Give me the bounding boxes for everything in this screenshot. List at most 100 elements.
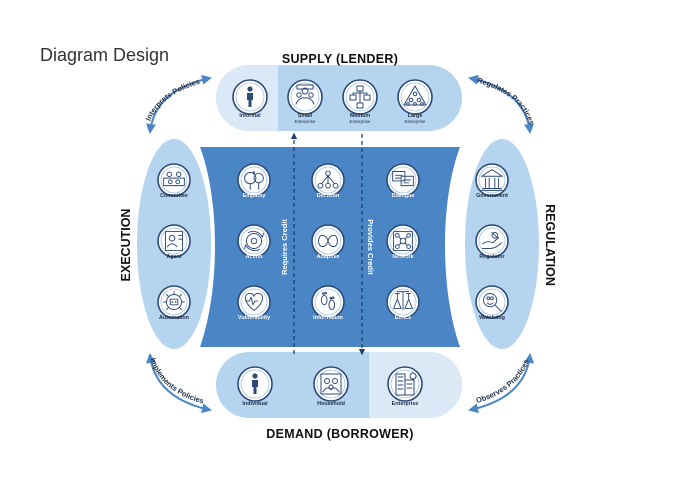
- supply-node-large: [397, 79, 433, 115]
- center-node-label-7-text: Information: [313, 315, 343, 321]
- demand-node-label-0-text: Individual: [242, 401, 268, 407]
- regulates-practices-label: Regulates Practices: [476, 76, 536, 126]
- network-icon: [393, 231, 413, 251]
- person-icon: [247, 86, 253, 107]
- center-node-label-1-text: Decision: [316, 193, 340, 199]
- center-node-action: [237, 224, 271, 258]
- footprints-icon: [320, 291, 336, 311]
- ethics-flasks-icon: [393, 291, 413, 311]
- supply-node-label-2-text: Medium: [349, 113, 371, 119]
- demand-node-label-1: Household: [301, 401, 361, 407]
- interprets-policies-label: Interprets Policies: [144, 77, 201, 122]
- regulation-node-label-2-text: Watchdog: [479, 315, 505, 321]
- small-enterprise-icon: [295, 84, 315, 105]
- regulator-icon: [482, 232, 502, 250]
- execution-node-label-2: Automation: [144, 315, 204, 321]
- center-node-label-0: Empathy: [224, 193, 284, 199]
- execution-node-label-0: Committee: [144, 193, 204, 199]
- center-node-label-5: Network: [373, 254, 433, 260]
- demand-node-label-1-text: Household: [317, 401, 345, 407]
- center-node-label-8: Ethics: [373, 315, 433, 321]
- center-node-label-2: Dialogue: [373, 193, 433, 199]
- regulation-node-label-1-text: Regulator: [479, 254, 505, 260]
- center-node-label-7: Information: [298, 315, 358, 321]
- decision-icon: [317, 170, 339, 189]
- regulation-node-label-1: Regulator: [462, 254, 522, 260]
- center-node-label-6-text: Vulnerability: [237, 315, 271, 321]
- household-icon: [320, 373, 342, 395]
- demand-node-label-0: Individual: [225, 401, 285, 407]
- execution-node-label-1: Agent: [144, 254, 204, 260]
- demand-node-label-2: Enterprise: [375, 401, 435, 407]
- enterprise-building-icon: [395, 372, 417, 396]
- regulation-node-label-0: Government: [462, 193, 522, 199]
- supply-node-label-3-text: Large: [407, 113, 423, 119]
- center-node-adaptive: [311, 224, 345, 258]
- supply-heading: SUPPLY (LENDER): [281, 52, 399, 66]
- regulation-node-label-0-text: Government: [476, 193, 508, 199]
- demand-node-enterprise: [387, 366, 423, 402]
- center-node-network: [386, 224, 420, 258]
- execution-node-agent: [157, 224, 191, 258]
- supply-node-label-0-text: Informal: [239, 113, 261, 119]
- execution-node-label-0-text: Committee: [160, 193, 188, 199]
- robot-icon: [163, 291, 185, 311]
- watchdog-icon: [483, 293, 502, 312]
- requires-credit-label: Requires Credit: [280, 219, 289, 275]
- center-node-label-3: Action: [224, 254, 284, 260]
- page-title: Diagram Design: [40, 45, 170, 65]
- agent-icon: [165, 231, 183, 251]
- supply-node-label-0: Informal: [220, 113, 280, 119]
- large-enterprise-icon: [403, 85, 427, 106]
- supply-node-label-1-subtext: Enterprise: [294, 119, 316, 124]
- center-node-label-3-text: Action: [245, 254, 263, 260]
- center-node-label-5-text: Network: [392, 254, 414, 260]
- provides-credit-label: Provides Credit: [366, 219, 375, 275]
- supply-node-label-2-subtext: Enterprise: [349, 119, 371, 124]
- demand-node-label-2-text: Enterprise: [391, 401, 419, 407]
- center-node-label-1: Decision: [298, 193, 358, 199]
- regulation-node-government: [475, 163, 509, 197]
- center-node-label-0-text: Empathy: [242, 193, 266, 199]
- center-node-ethics: [386, 285, 420, 319]
- committee-icon: [163, 171, 185, 187]
- regulates-practices-arrow: [468, 74, 535, 134]
- regulation-node-regulator: [475, 224, 509, 258]
- government-building-icon: [481, 169, 503, 191]
- supply-node-label-3-subtext: Enterprise: [404, 119, 426, 124]
- center-node-label-4-text: Adaptive: [316, 254, 340, 260]
- empathy-icon: [244, 171, 264, 190]
- medium-enterprise-icon: [349, 85, 371, 109]
- center-node-label-8-text: Ethics: [394, 315, 412, 321]
- center-node-information: [311, 285, 345, 319]
- adaptive-icon: [318, 234, 338, 248]
- supply-node-small: [287, 79, 323, 115]
- supply-node-label-1-text: Small: [297, 113, 313, 119]
- execution-node-label-1-text: Agent: [166, 254, 182, 260]
- center-node-vulnerability: [237, 285, 271, 319]
- regulation-node-label-2: Watchdog: [462, 315, 522, 321]
- supply-node-medium: [342, 79, 378, 115]
- svg-text:Regulates Practices: Regulates Practices: [476, 76, 536, 126]
- demand-node-household: [313, 366, 349, 402]
- svg-text:Interprets Policies: Interprets Policies: [144, 77, 201, 122]
- center-node-label-4: Adaptive: [298, 254, 358, 260]
- person-icon: [252, 373, 258, 394]
- observes-practices-arrow: [468, 353, 535, 414]
- dialogue-icon: [392, 171, 414, 187]
- center-node-dialogue: [386, 163, 420, 197]
- demand-node-individual: [237, 366, 273, 402]
- action-icon: [244, 230, 264, 252]
- execution-node-label-2-text: Automation: [159, 315, 189, 321]
- execution-node-committee: [157, 163, 191, 197]
- center-node-label-6: Vulnerability: [224, 315, 284, 321]
- regulation-heading: REGULATION: [543, 204, 557, 286]
- heart-shield-icon: [244, 293, 264, 311]
- interprets-policies-arrow: [145, 74, 212, 134]
- demand-heading: DEMAND (BORROWER): [266, 427, 414, 441]
- execution-heading: EXECUTION: [119, 209, 133, 282]
- center-node-empathy: [237, 163, 271, 197]
